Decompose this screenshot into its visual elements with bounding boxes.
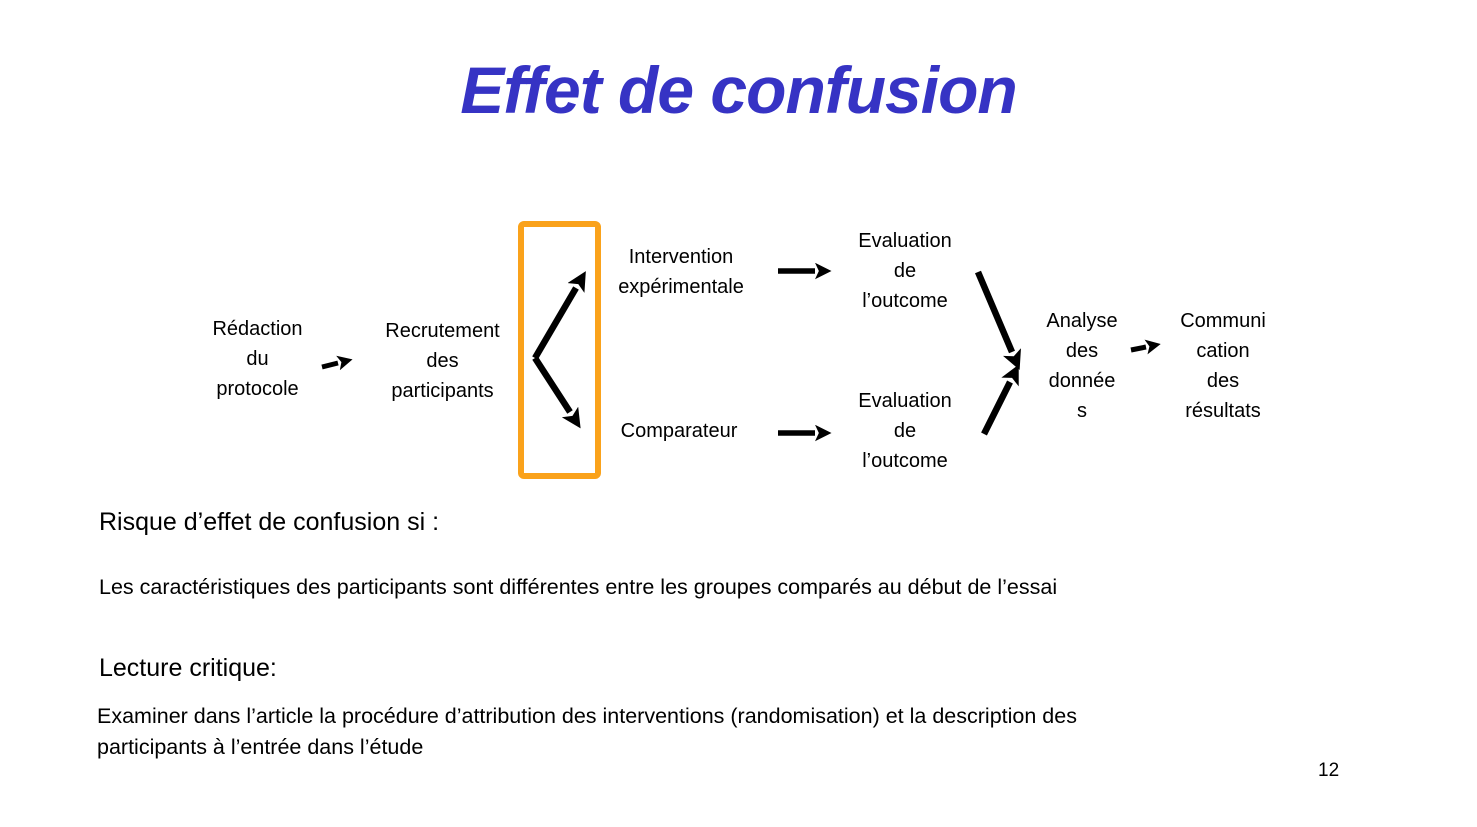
flow-node-communication-resultats: Communi cation des résultats [1180,310,1266,422]
arrow-evaluation-bottom-to-analyse [981,364,1019,436]
risk-text: Les caractéristiques des participants so… [99,575,1058,599]
flow-node-comparateur: Comparateur [620,420,738,442]
flow-node-recrutement-participants: Recrutement des participants [385,320,500,402]
arrow-evaluation-top-to-analyse [975,270,1021,370]
flow-node-evaluation-outcome-top: Evaluation de l’outcome [858,230,952,312]
randomisation-highlight-box [518,221,601,479]
flow-node-evaluation-outcome-bottom: Evaluation de l’outcome [858,390,952,472]
page-number: 12 [1318,760,1340,781]
critique-heading: Lecture critique: [99,654,277,682]
flow-node-intervention-experimentale: Intervention expérimentale [618,246,744,298]
risk-heading: Risque d’effet de confusion si : [99,508,440,536]
flow-node-analyse-donnees: Analyse des donnée s [1046,310,1118,422]
arrow-split-to-intervention [532,271,586,360]
slide-title: Effet de confusion [460,53,1017,127]
arrow-split-to-comparateur [532,356,581,429]
flow-node-redaction-protocole: Rédaction du protocole [212,318,303,400]
critique-text: Examiner dans l’article la procédure d’a… [97,704,1077,759]
